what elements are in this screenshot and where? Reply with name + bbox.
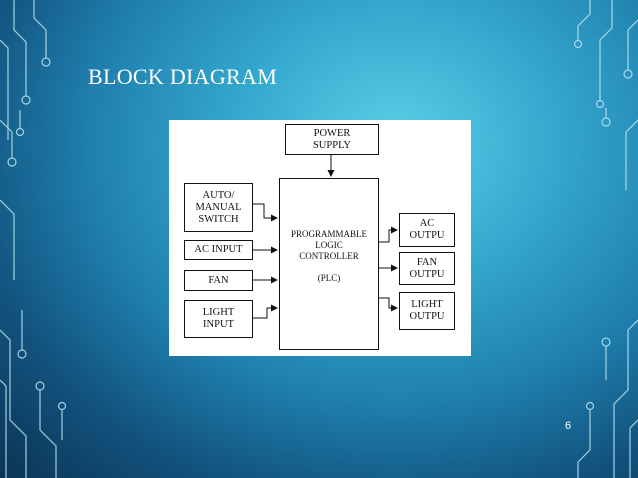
fan-block: FAN xyxy=(184,270,253,291)
input-label: LIGHT INPUT xyxy=(202,307,235,330)
light-output-arrow xyxy=(379,297,398,312)
output-label: LIGHT OUTPU xyxy=(409,299,445,322)
slide-title: BLOCK DIAGRAM xyxy=(88,64,278,89)
ac-input-block: AC INPUT xyxy=(184,240,253,260)
ac-output-arrow xyxy=(379,226,398,243)
output-label: FAN OUTPU xyxy=(409,256,445,280)
diagram-connectors xyxy=(253,155,398,319)
ac-output-block: AC OUTPU xyxy=(399,213,455,247)
page-number: 6 xyxy=(565,420,572,432)
input-label: AC INPUT xyxy=(194,244,243,255)
block-diagram: POWER SUPPLY PROGRAMMABLE LOGIC CONTROLL… xyxy=(169,120,471,356)
plc-block: PROGRAMMABLE LOGIC CONTROLLER (PLC) xyxy=(279,178,379,350)
light-output-block: LIGHT OUTPU xyxy=(399,292,455,330)
auto-manual-switch-block: AUTO/ MANUAL SWITCH xyxy=(184,183,253,232)
input-label: FAN xyxy=(208,274,229,286)
light-input-block: LIGHT INPUT xyxy=(184,300,253,338)
light-input-arrow xyxy=(253,304,278,319)
fan-output-block: FAN OUTPU xyxy=(399,252,455,285)
power-supply-label: POWER SUPPLY xyxy=(312,127,352,151)
output-label: AC OUTPU xyxy=(409,218,445,241)
input-label: AUTO/ MANUAL SWITCH xyxy=(195,189,242,225)
power-supply-block: POWER SUPPLY xyxy=(285,124,379,155)
plc-label: PROGRAMMABLE LOGIC CONTROLLER (PLC) xyxy=(290,229,367,283)
auto-switch-arrow xyxy=(253,203,278,222)
